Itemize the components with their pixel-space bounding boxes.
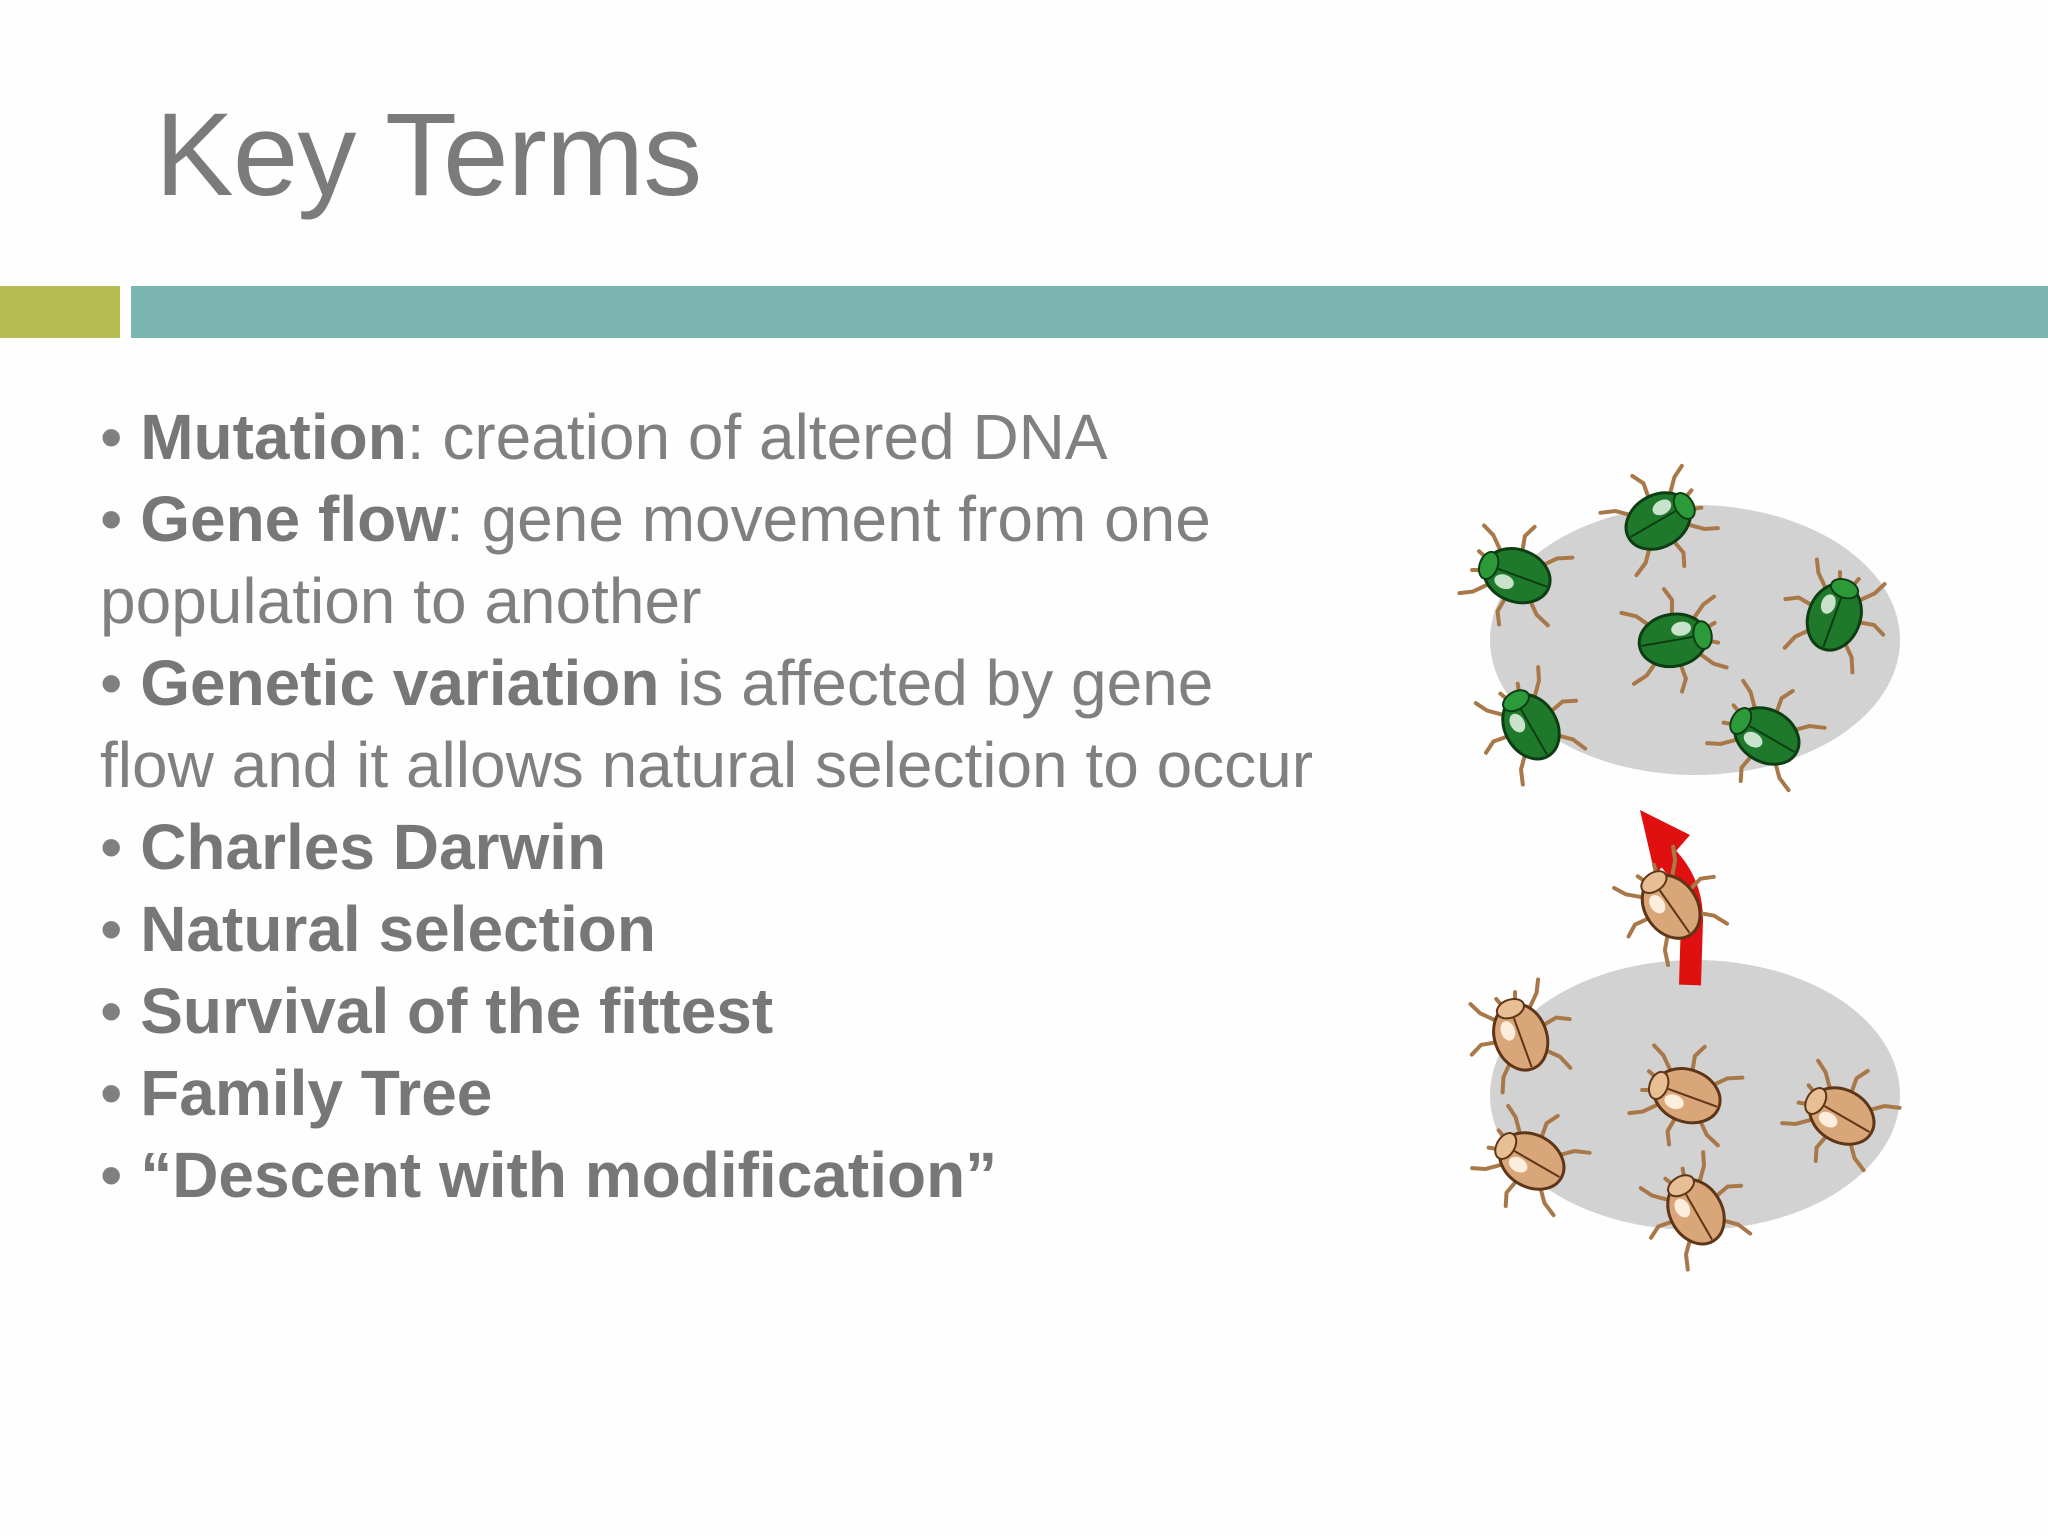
term-item-charles-darwin: • Charles Darwin xyxy=(100,806,1330,888)
slide-title: Key Terms xyxy=(155,89,702,221)
term-label: Genetic variation xyxy=(140,647,660,719)
accent-bar-teal xyxy=(131,286,2048,338)
bullet: • xyxy=(100,1139,141,1211)
accent-bar-green xyxy=(0,286,120,338)
term-item-genetic-variation: • Genetic variation is affected by gene … xyxy=(100,642,1330,806)
term-label: Survival of the fittest xyxy=(140,975,774,1047)
bullet: • xyxy=(100,811,141,883)
term-item-gene-flow: • Gene flow: gene movement from one popu… xyxy=(100,478,1330,642)
term-label: Charles Darwin xyxy=(140,811,607,883)
terms-list: • Mutation: creation of altered DNA • Ge… xyxy=(100,396,1330,1216)
bullet: • xyxy=(100,893,141,965)
term-description: is affected by gene flow and it allows n… xyxy=(100,647,1314,801)
term-label: Family Tree xyxy=(140,1057,493,1129)
bullet: • xyxy=(100,975,141,1047)
bullet: • xyxy=(100,401,141,473)
term-label: Mutation xyxy=(140,401,407,473)
bullet: • xyxy=(100,1057,141,1129)
term-label: Natural selection xyxy=(140,893,656,965)
gene-flow-beetles-icon xyxy=(1430,450,1930,1300)
term-label: “Descent with modification” xyxy=(140,1139,998,1211)
term-item-family-tree: • Family Tree xyxy=(100,1052,1330,1134)
term-item-mutation: • Mutation: creation of altered DNA xyxy=(100,396,1330,478)
bullet: • xyxy=(100,483,141,555)
term-item-survival-of-the-fittest: • Survival of the fittest xyxy=(100,970,1330,1052)
term-description: : gene movement from one population to a… xyxy=(100,483,1211,637)
term-item-descent-with-modification: • “Descent with modification” xyxy=(100,1134,1330,1216)
bullet: • xyxy=(100,647,141,719)
term-item-natural-selection: • Natural selection xyxy=(100,888,1330,970)
term-description: : creation of altered DNA xyxy=(406,401,1108,473)
arrow-head-icon xyxy=(1640,810,1690,875)
term-label: Gene flow xyxy=(140,483,446,555)
